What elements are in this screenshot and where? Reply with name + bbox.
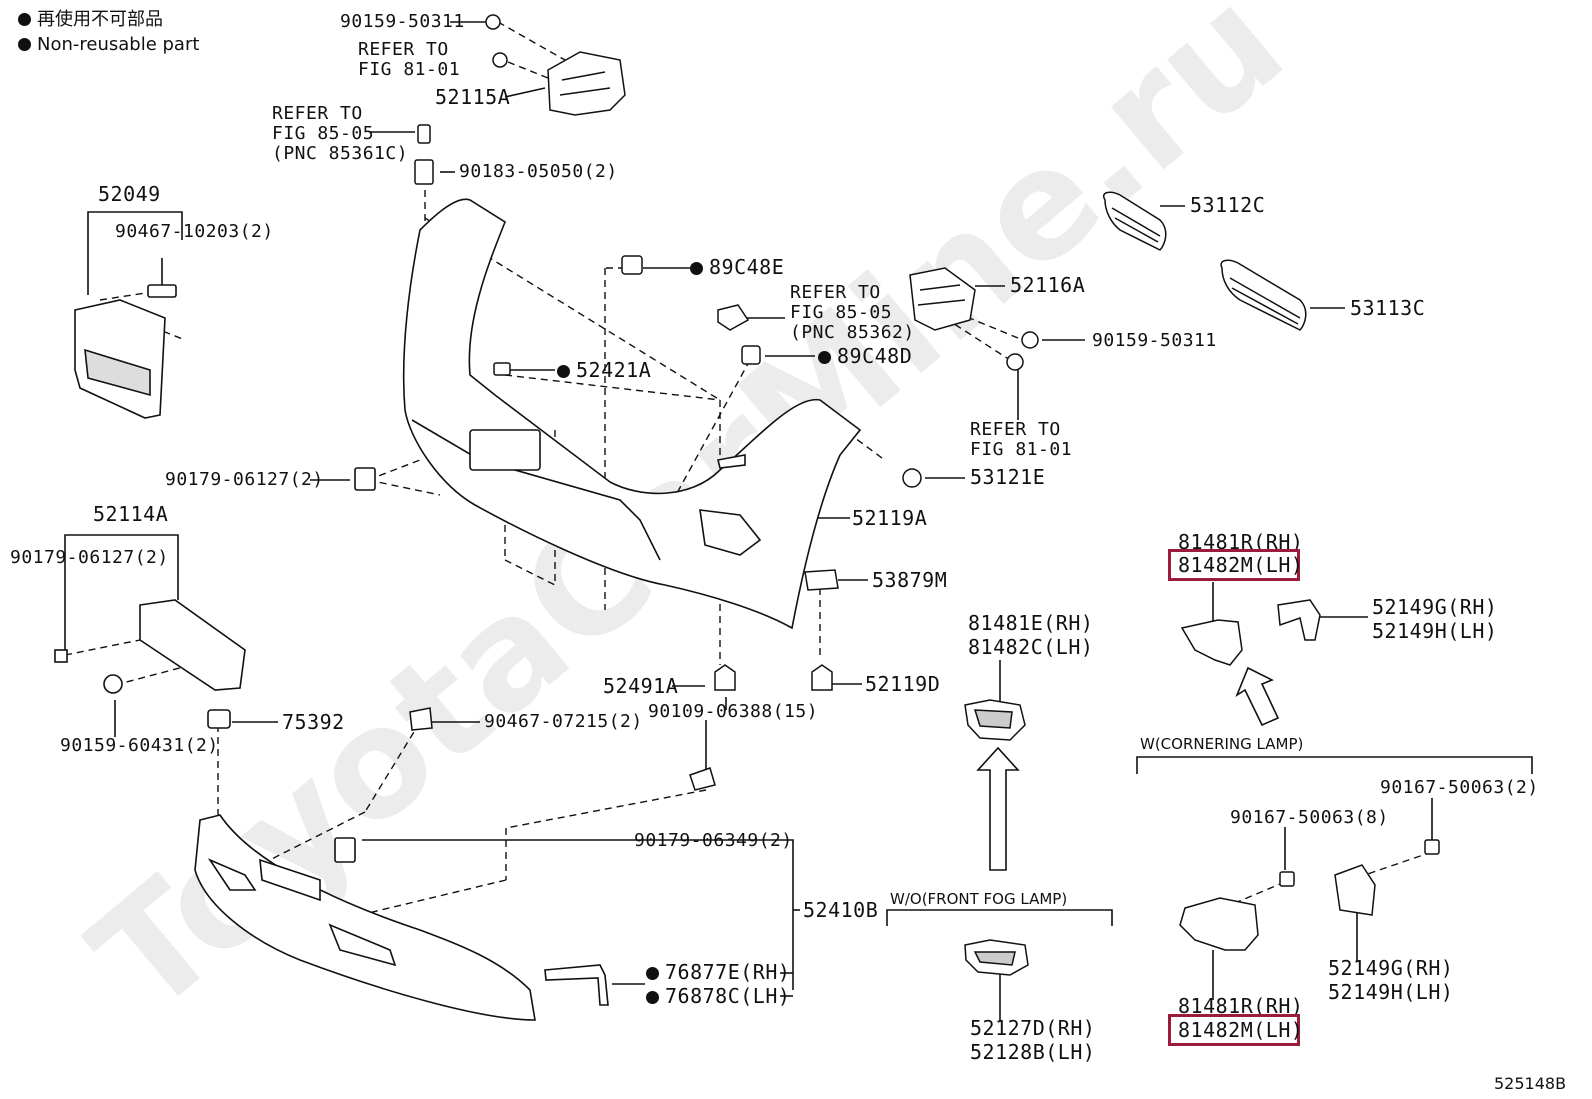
part-label: 81482C(LH) — [968, 635, 1094, 659]
refer-label: FIG 85-05 — [790, 302, 893, 323]
part-label-non-reusable: 89C48D — [818, 346, 912, 366]
part-label: 53113C — [1350, 296, 1426, 320]
leader-lines — [64, 21, 1533, 1022]
part-label: 75392 — [282, 710, 345, 734]
part-label-non-reusable: 52421A — [557, 360, 651, 380]
part-number: 76877E(RH) — [665, 960, 791, 984]
refer-label: FIG 81-01 — [358, 59, 461, 80]
refer-label: REFER TO — [970, 419, 1061, 440]
refer-label: REFER TO — [790, 282, 881, 303]
refer-label: (PNC 85362) — [790, 322, 915, 343]
non-reusable-dot-icon — [690, 262, 703, 275]
part-label: 52127D(RH) — [970, 1016, 1096, 1040]
legend-en-text: Non-reusable part — [37, 34, 200, 55]
legend-jp-text: 再使用不可部品 — [37, 9, 163, 30]
legend-item-en: Non-reusable part — [18, 34, 199, 56]
refer-label: FIG 81-01 — [970, 439, 1073, 460]
brackets — [409, 14, 1039, 791]
part-label: 90467-10203(2) — [115, 221, 274, 242]
part-label: 81481R(RH) — [1178, 530, 1304, 554]
part-label: 52149G(RH) — [1372, 595, 1498, 619]
part-label-highlighted: 81482M(LH) — [1178, 553, 1304, 577]
part-label: 52128B(LH) — [970, 1040, 1096, 1064]
part-label: 90467-07215(2) — [484, 711, 643, 732]
part-label: 52119A — [852, 506, 928, 530]
non-reusable-dot-icon — [646, 967, 659, 980]
part-number: 89C48E — [709, 255, 785, 279]
part-label-non-reusable: 76877E(RH) — [646, 962, 790, 982]
grilles — [964, 191, 1440, 976]
part-label: 53121E — [970, 465, 1046, 489]
part-label: 90159-60431(2) — [60, 735, 219, 756]
part-label: 52116A — [1010, 273, 1086, 297]
part-label: 90109-06388(15) — [648, 701, 819, 722]
part-label: 52049 — [98, 182, 161, 206]
part-label: 90167-50063(2) — [1380, 777, 1539, 798]
part-label: 52149G(RH) — [1328, 956, 1454, 980]
refer-label: FIG 85-05 — [272, 123, 375, 144]
non-reusable-dot-icon — [18, 38, 31, 51]
non-reusable-dot-icon — [818, 351, 831, 364]
diagram-id: 525148B — [1494, 1074, 1567, 1093]
part-label: 52115A — [435, 85, 511, 109]
arrows — [976, 666, 1280, 871]
part-label: 81481E(RH) — [968, 611, 1094, 635]
refer-label: REFER TO — [358, 39, 449, 60]
part-label: 90167-50063(8) — [1230, 807, 1389, 828]
part-label-non-reusable: 76878C(LH) — [646, 986, 790, 1006]
part-number: 89C48D — [837, 344, 913, 368]
highlight-box — [1168, 1014, 1300, 1046]
part-label: 52491A — [603, 674, 679, 698]
part-number: 52421A — [576, 358, 652, 382]
part-label: 90159-50311 — [1092, 330, 1217, 351]
non-reusable-dot-icon — [557, 365, 570, 378]
part-label: 52410B — [803, 898, 879, 922]
condition-caption: W/O(FRONT FOG LAMP) — [890, 890, 1068, 908]
legend-item-jp: 再使用不可部品 — [18, 9, 163, 31]
bumper-cover-part — [402, 198, 862, 630]
highlight-box — [1168, 549, 1300, 581]
lower-bumper-part — [194, 814, 609, 1021]
part-label: 53112C — [1190, 193, 1266, 217]
part-label: 52149H(LH) — [1328, 980, 1454, 1004]
part-label: 52119D — [865, 672, 941, 696]
part-label-highlighted: 81482M(LH) — [1178, 1018, 1304, 1042]
left-plates — [54, 284, 376, 863]
part-number: 76878C(LH) — [665, 984, 791, 1008]
non-reusable-dot-icon — [18, 13, 31, 26]
part-label: 90179-06127(2) — [165, 469, 324, 490]
refer-label: (PNC 85361C) — [272, 143, 409, 164]
part-label: 90183-05050(2) — [459, 161, 618, 182]
part-label: 90159-50311 — [340, 11, 465, 32]
part-label: 81481R(RH) — [1178, 994, 1304, 1018]
refer-label: REFER TO — [272, 103, 363, 124]
part-label: 52114A — [93, 502, 169, 526]
condition-caption: W(CORNERING LAMP) — [1140, 735, 1304, 753]
non-reusable-dot-icon — [646, 991, 659, 1004]
part-label: 90179-06127(2) — [10, 547, 169, 568]
part-label: 52149H(LH) — [1372, 619, 1498, 643]
part-label: 90179-06349(2) — [634, 830, 793, 851]
part-label: 53879M — [872, 568, 948, 592]
part-label-non-reusable: 89C48E — [690, 257, 784, 277]
